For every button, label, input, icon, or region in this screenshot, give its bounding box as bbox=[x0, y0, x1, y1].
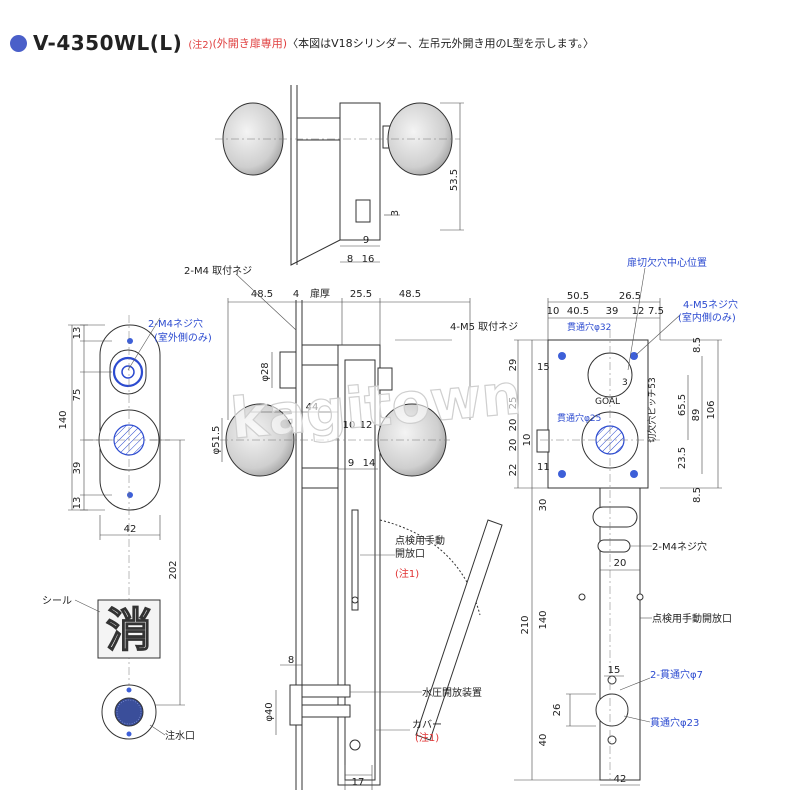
dim-65-5: 65.5 bbox=[677, 394, 688, 416]
bullet-icon bbox=[10, 34, 27, 52]
dim-20-bottom: 20 bbox=[614, 558, 627, 569]
hole23-label: 貫通穴φ23 bbox=[650, 716, 699, 729]
pitch-label: 切欠穴ピッチ53 bbox=[646, 377, 658, 442]
dim-20-b: 20 bbox=[508, 439, 519, 452]
dim-20: 20 bbox=[508, 419, 519, 432]
note1-cover: (注1) bbox=[415, 731, 439, 744]
dim-3-back: 3 bbox=[622, 378, 628, 388]
dim-3: 3 bbox=[390, 210, 401, 216]
side-view: 48.5 4 扉厚 25.5 48.5 2-M4 取付ネジ 4-M5 取付ネジ … bbox=[184, 264, 518, 790]
hole25-label: 貫通穴φ25 bbox=[557, 412, 601, 424]
dim-12: 12 bbox=[360, 420, 373, 431]
dim-phi40: φ40 bbox=[264, 702, 275, 721]
dim-8: 8 bbox=[347, 254, 353, 265]
goal-brand: GOAL bbox=[595, 397, 620, 407]
dim-9: 9 bbox=[363, 235, 369, 246]
dim-25: 25 bbox=[508, 397, 519, 410]
dim-15: 15 bbox=[537, 362, 550, 373]
inlet-label: 注水口 bbox=[165, 729, 195, 742]
title-note: (注2) bbox=[188, 39, 213, 51]
dim-14: 14 bbox=[363, 458, 376, 469]
dim-29: 29 bbox=[508, 359, 519, 372]
dim-17: 17 bbox=[352, 777, 365, 788]
cover-label: カバー bbox=[412, 719, 442, 731]
hole7-label: 2-貫通穴φ7 bbox=[650, 668, 703, 681]
back-strike bbox=[599, 487, 641, 781]
hole32-label: 貫通穴φ32 bbox=[567, 321, 611, 333]
back-view: GOAL 貫通穴φ32 貫通穴φ25 切欠穴ピッチ53 3 50.5 26.5 … bbox=[508, 256, 738, 786]
seal-plate bbox=[97, 599, 161, 659]
dim-44: 44 bbox=[306, 402, 319, 413]
dim-53-5: 53.5 bbox=[449, 169, 460, 191]
dim-89: 89 bbox=[691, 409, 702, 422]
m5-screw-hole-side: (室内側のみ) bbox=[678, 311, 736, 324]
m5-mount-screw-label: 4-M5 取付ネジ bbox=[450, 320, 518, 333]
dim-50-5: 50.5 bbox=[567, 291, 589, 302]
title-description: 〈本図はV18シリンダー、左吊元外開き用のL型を示します。〉 bbox=[287, 37, 595, 50]
screw-hole-side: (室外側のみ) bbox=[154, 331, 212, 344]
dim-10-back: 10 bbox=[547, 306, 560, 317]
m4-screw-hole-label: 2-M4ネジ穴 bbox=[652, 540, 707, 553]
dim-42: 42 bbox=[124, 524, 137, 535]
dim-48-5-left: 48.5 bbox=[251, 289, 273, 300]
title-bar: V-4350WL(L) (注2) (外開き扉専用) 〈本図はV18シリンダー、左… bbox=[10, 30, 594, 56]
dim-48-5-right: 48.5 bbox=[399, 289, 421, 300]
watermark-text: kagitown bbox=[228, 362, 524, 452]
dim-40-back: 40 bbox=[538, 734, 549, 747]
dim-door-thickness: 扉厚 bbox=[310, 287, 330, 300]
dim-22: 22 bbox=[508, 464, 519, 477]
dim-30: 30 bbox=[538, 499, 549, 512]
dim-202: 202 bbox=[168, 560, 179, 579]
dim-25-5: 25.5 bbox=[350, 289, 372, 300]
dim-16: 16 bbox=[362, 254, 375, 265]
manual-release-label: 点検用手動 bbox=[395, 534, 445, 547]
screw-hole-label: 2-M4ネジ穴 bbox=[148, 317, 203, 330]
dim-8-side: 8 bbox=[288, 655, 294, 666]
cutout-center-label: 扉切欠穴中心位置 bbox=[627, 256, 707, 269]
dim-39-back: 39 bbox=[606, 306, 619, 317]
dim-phi28: φ28 bbox=[260, 362, 271, 381]
dim-8-5-top: 8.5 bbox=[692, 337, 703, 353]
dim-42-bottom: 42 bbox=[614, 774, 627, 785]
m5-screw-hole-label: 4-M5ネジ穴 bbox=[683, 298, 738, 311]
dim-40-5: 40.5 bbox=[567, 306, 589, 317]
top-view: 53.5 3 9 8 16 bbox=[215, 85, 464, 266]
dim-13-bottom: 13 bbox=[72, 497, 83, 510]
dim-13-top: 13 bbox=[72, 327, 83, 340]
dim-140: 140 bbox=[58, 410, 69, 429]
dim-15-bottom: 15 bbox=[608, 665, 621, 676]
dim-10: 10 bbox=[343, 420, 356, 431]
title-door-type: (外開き扉専用) bbox=[212, 37, 288, 50]
dim-210: 210 bbox=[520, 615, 531, 634]
dim-phi51-5: φ51.5 bbox=[211, 426, 222, 455]
dim-11: 11 bbox=[537, 462, 550, 473]
dim-23-5: 23.5 bbox=[677, 447, 688, 469]
dim-8-5-bottom: 8.5 bbox=[692, 487, 703, 503]
dim-26-5: 26.5 bbox=[619, 291, 641, 302]
water-release-label: 水圧開放装置 bbox=[422, 686, 482, 699]
dim-39: 39 bbox=[72, 462, 83, 475]
front-view: 13 75 140 39 13 42 202 2-M4ネジ穴 (室外側のみ) 消… bbox=[42, 315, 212, 742]
dim-140-back: 140 bbox=[538, 610, 549, 629]
dim-106: 106 bbox=[706, 400, 717, 419]
dim-26: 26 bbox=[552, 704, 563, 717]
dim-4: 4 bbox=[293, 289, 299, 300]
note1-release: (注1) bbox=[395, 567, 419, 580]
seal-label: シール bbox=[42, 596, 72, 607]
m4-mount-screw-label: 2-M4 取付ネジ bbox=[184, 264, 252, 277]
seal-char: 消 bbox=[106, 603, 152, 657]
dim-10-left: 10 bbox=[522, 434, 533, 447]
manual-release-label-2: 開放口 bbox=[395, 547, 425, 560]
model-name: V-4350WL(L) bbox=[33, 31, 183, 55]
dim-7-5: 7.5 bbox=[648, 306, 664, 317]
dim-75: 75 bbox=[72, 389, 83, 402]
manual-release-back-label: 点検用手動開放口 bbox=[652, 612, 732, 625]
dim-9-side: 9 bbox=[348, 458, 354, 469]
